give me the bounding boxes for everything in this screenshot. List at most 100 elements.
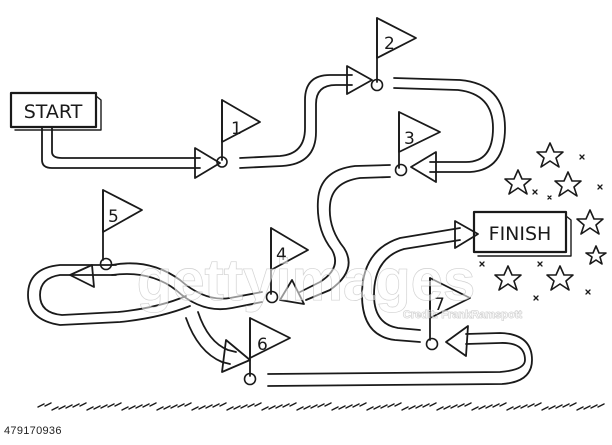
hatch-stroke [100, 404, 108, 409]
hatch-stroke [471, 406, 479, 411]
hatch-stroke [156, 406, 164, 411]
hatch-stroke [485, 404, 493, 409]
flag-4-label: 4 [276, 245, 287, 265]
hatch-stroke [170, 404, 178, 409]
hatch-stroke [373, 405, 381, 410]
path-3-to-4 [279, 164, 391, 305]
path-4-to-5 [27, 262, 263, 326]
hatch-stroke [359, 402, 367, 407]
hatch-stroke [380, 404, 388, 409]
watermark-site: gettyimages [137, 248, 475, 313]
hatch-stroke [107, 403, 115, 408]
hatch-stroke [576, 406, 584, 411]
hatch-stroke [184, 402, 192, 407]
hatch-stroke [275, 404, 283, 409]
hatch-stroke [128, 405, 136, 410]
hatch-stroke [296, 406, 304, 411]
flag-2: 2 [370, 17, 417, 92]
hatch-stroke [387, 403, 395, 408]
hatch-stroke [443, 405, 451, 410]
flag-2-label: 2 [384, 34, 395, 54]
hatch-stroke [534, 402, 542, 407]
hatch-stroke [352, 403, 360, 408]
watermark-author: Credit: FrankRamspott [403, 309, 523, 321]
star-icon [504, 169, 532, 195]
hatch-stroke [366, 406, 374, 411]
hatch-stroke [58, 405, 66, 410]
hatch-stroke [324, 402, 332, 407]
hatch-stroke [51, 406, 59, 411]
hatch-stroke [415, 404, 423, 409]
hatch-stroke [79, 402, 87, 407]
hatch-stroke [506, 406, 514, 411]
flag-6: 6 [243, 317, 291, 386]
hatch-stroke [254, 402, 262, 407]
star-icon [494, 265, 522, 291]
path-2-to-3 [393, 77, 506, 183]
hatch-stroke [142, 403, 150, 408]
hatch-stroke [527, 403, 535, 408]
hatch-stroke [492, 403, 500, 408]
flag-5-label: 5 [108, 207, 119, 227]
hatch-stroke [422, 403, 430, 408]
hatch-stroke [72, 403, 80, 408]
hatch-stroke [478, 405, 486, 410]
hatch-stroke [303, 405, 311, 410]
hatch-stroke [408, 405, 416, 410]
path-6-to-7 [267, 325, 533, 387]
hatch-stroke [65, 404, 73, 409]
hatch-stroke [583, 405, 591, 410]
ground-hatching [37, 402, 605, 411]
hatch-stroke [562, 403, 570, 408]
hatch-stroke [240, 404, 248, 409]
path-start-to-1 [41, 127, 221, 179]
path-5-to-6 [185, 311, 251, 373]
hatch-stroke [520, 404, 528, 409]
start-box: START [9, 91, 102, 131]
flag-7: 7 [425, 277, 471, 351]
flag-1: 1 [216, 99, 261, 168]
celebration-stars [479, 142, 607, 301]
hatch-stroke [233, 405, 241, 410]
hatch-stroke [191, 406, 199, 411]
hatch-stroke [450, 404, 458, 409]
hatch-stroke [219, 402, 227, 407]
hatch-stroke [513, 405, 521, 410]
photo-id: 479170936 [4, 425, 62, 437]
hatch-stroke [247, 403, 255, 408]
flag-5: 5 [99, 189, 143, 271]
star-icon [554, 171, 582, 197]
flag-3: 3 [394, 111, 441, 177]
star-icon [585, 245, 607, 265]
hatch-stroke [464, 402, 472, 407]
sparkle-marks [479, 154, 603, 301]
finish-label: FINISH [489, 223, 552, 245]
star-icon [536, 142, 564, 168]
flag-3-label: 3 [404, 129, 415, 149]
hatch-stroke [597, 403, 605, 408]
hatch-stroke [226, 406, 234, 411]
hatch-stroke [93, 405, 101, 410]
hatch-stroke [149, 402, 157, 407]
hatch-stroke [331, 406, 339, 411]
hatch-stroke [401, 406, 409, 411]
flag-6-label: 6 [257, 335, 268, 355]
hatch-stroke [499, 402, 507, 407]
hatch-stroke [310, 404, 318, 409]
hatch-stroke [548, 405, 556, 410]
hatch-stroke [555, 404, 563, 409]
hatch-stroke [212, 403, 220, 408]
hatch-stroke [205, 404, 213, 409]
hatch-stroke [268, 405, 276, 410]
star-icon [546, 265, 574, 291]
hatch-stroke [86, 406, 94, 411]
hatch-stroke [541, 406, 549, 411]
path-1-to-2 [239, 65, 373, 169]
hatch-stroke [135, 404, 143, 409]
hatch-stroke [198, 405, 206, 410]
hatch-stroke [37, 403, 45, 408]
hatch-stroke [590, 404, 598, 409]
hatch-stroke [394, 402, 402, 407]
hatch-stroke [121, 406, 129, 411]
hatch-stroke [114, 402, 122, 407]
